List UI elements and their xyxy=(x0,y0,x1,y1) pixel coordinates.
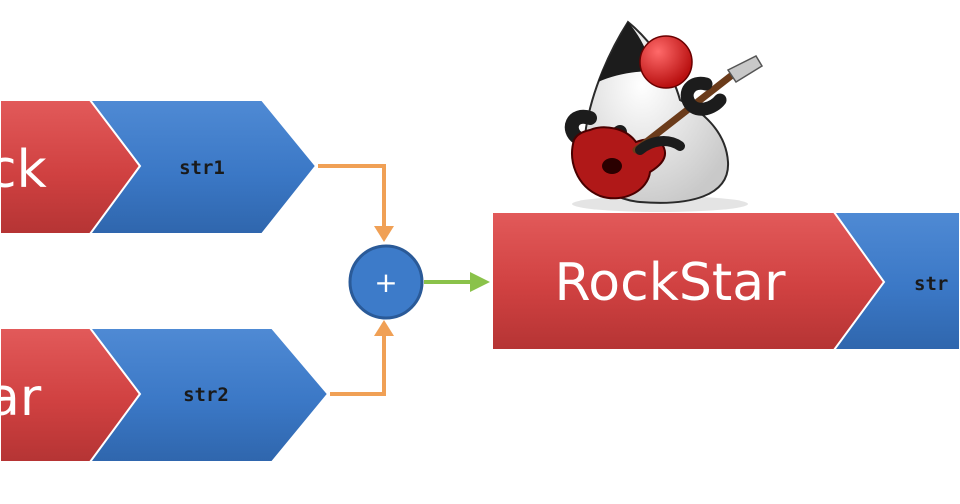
plus-operator: + xyxy=(348,244,424,320)
connector-bottom xyxy=(330,320,394,396)
top-value-text: ck xyxy=(0,140,47,200)
result-value-text: RockStar xyxy=(555,253,787,313)
bottom-value-block: ar xyxy=(0,327,142,463)
duke-rockstar-guitar-icon xyxy=(564,20,764,212)
bottom-var-block: str2 xyxy=(87,327,330,463)
result-var-block: str xyxy=(832,211,960,351)
result-arrow xyxy=(424,272,490,292)
bottom-var-name: str2 xyxy=(183,384,229,406)
connector-top xyxy=(318,164,394,242)
result-var-name: str xyxy=(914,273,948,295)
bottom-value-text: ar xyxy=(0,368,42,428)
top-var-block: str1 xyxy=(87,99,318,235)
top-var-name: str1 xyxy=(179,157,225,179)
result-value-block: RockStar xyxy=(491,211,888,351)
plus-icon: + xyxy=(374,266,397,299)
